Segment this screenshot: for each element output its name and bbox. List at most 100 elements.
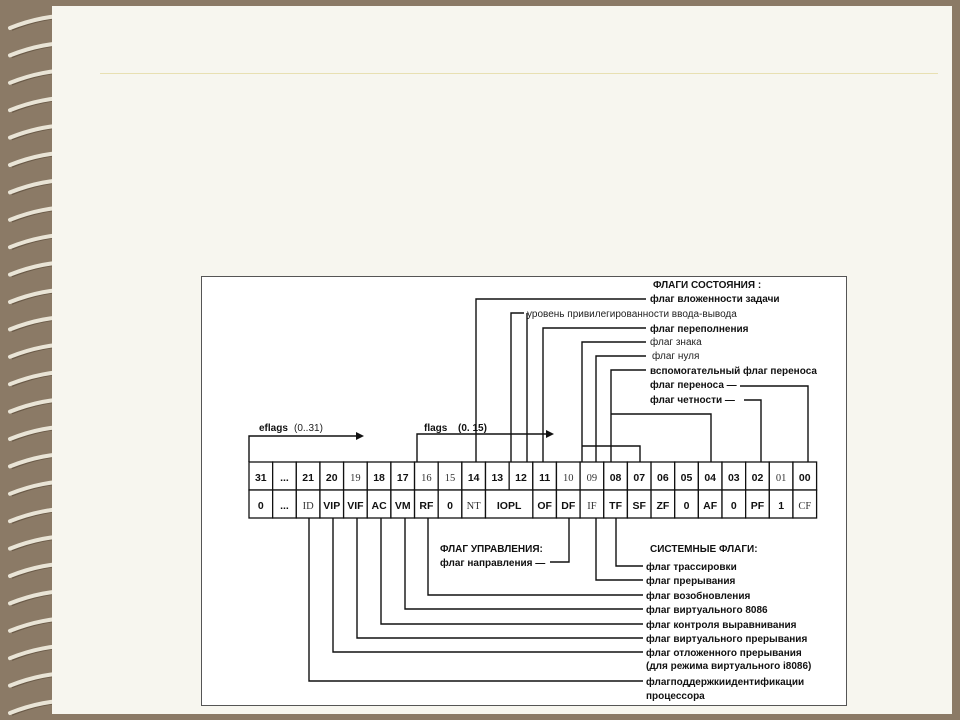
bit-value: DF bbox=[561, 500, 576, 512]
bit-value-cell bbox=[792, 489, 818, 519]
system-flag-tf: флаг трассировки bbox=[646, 561, 737, 573]
bit-number: 01 bbox=[776, 473, 787, 484]
bit-number: 31 bbox=[255, 472, 267, 484]
leader-vm bbox=[404, 518, 643, 610]
system-flag-vip: флаг отложенного прерывания bbox=[646, 647, 802, 659]
flags-range: (0. 15) bbox=[458, 423, 487, 434]
bit-value: AC bbox=[371, 500, 387, 512]
bit-number: 06 bbox=[657, 472, 669, 484]
bit-value: VIP bbox=[323, 500, 340, 512]
iopl-label: IOPL bbox=[497, 500, 522, 512]
bit-number: 14 bbox=[468, 472, 480, 484]
leader-iopl-12 bbox=[510, 312, 524, 462]
flags-label: flags bbox=[424, 423, 448, 434]
leader-vip bbox=[332, 518, 643, 653]
system-flag-vip-note: (для режима виртуального i8086) bbox=[646, 661, 811, 672]
bit-value: CF bbox=[798, 501, 811, 512]
flags-arrow: flags (0. 15) bbox=[416, 423, 554, 462]
bit-value: ... bbox=[280, 500, 289, 512]
title-rule bbox=[100, 73, 938, 74]
system-flag-rf: флаг возобновления bbox=[646, 590, 750, 602]
bit-number: 04 bbox=[704, 472, 716, 484]
leader-zf bbox=[595, 355, 646, 462]
bit-value: TF bbox=[609, 500, 622, 512]
bit-number: 20 bbox=[326, 472, 338, 484]
bit-number: 00 bbox=[799, 472, 811, 484]
status-flag-af: вспомогательный флаг переноса bbox=[650, 365, 817, 377]
leader-cf bbox=[740, 385, 809, 462]
bit-value: 1 bbox=[778, 500, 784, 512]
system-flags-heading: СИСТЕМНЫЕ ФЛАГИ: bbox=[650, 544, 758, 555]
system-flag-if: флаг прерывания bbox=[646, 575, 735, 587]
bit-number: 17 bbox=[397, 472, 409, 484]
bit-number: 03 bbox=[728, 472, 740, 484]
system-flags-group: СИСТЕМНЫЕ ФЛАГИ: флаг трассировки флаг п… bbox=[308, 518, 811, 702]
control-flag-df: флаг направления — bbox=[440, 557, 545, 569]
bit-number: 16 bbox=[421, 473, 432, 484]
status-flag-zf: флаг нуля bbox=[652, 350, 699, 362]
bit-value: 0 bbox=[731, 500, 737, 512]
bit-number: 09 bbox=[587, 473, 598, 484]
status-flags-heading: ФЛАГИ СОСТОЯНИЯ : bbox=[653, 280, 761, 291]
status-flag-cf: флаг переноса — bbox=[650, 379, 737, 391]
leader-sf-box bbox=[582, 445, 641, 462]
leader-tf bbox=[615, 518, 643, 567]
bit-value: AF bbox=[703, 500, 718, 512]
system-flag-vm: флаг виртуального 8086 bbox=[646, 604, 768, 616]
leader-if bbox=[595, 518, 643, 581]
bit-value: ID bbox=[303, 501, 314, 512]
eflags-arrow: eflags (0..31) bbox=[248, 423, 364, 462]
bit-number: 05 bbox=[681, 472, 693, 484]
system-flag-id-cont: процессора bbox=[646, 691, 705, 702]
status-flag-iopl: уровень привилегированности ввода-вывода bbox=[527, 309, 737, 320]
register-grid: 310......21ID20VIP19VIF18AC17VM16RF15014… bbox=[248, 461, 818, 519]
system-flag-ac: флаг контроля выравнивания bbox=[646, 619, 797, 631]
bit-number: 11 bbox=[539, 472, 550, 484]
bit-value: 0 bbox=[258, 500, 264, 512]
iopl-cell bbox=[484, 489, 534, 519]
control-flag-group: ФЛАГ УПРАВЛЕНИЯ: флаг направления — bbox=[440, 518, 570, 569]
eflags-range: (0..31) bbox=[294, 423, 323, 434]
status-flag-nt: флаг вложенности задачи bbox=[650, 293, 780, 305]
bit-number: 21 bbox=[302, 472, 314, 484]
bit-value: VIF bbox=[347, 500, 364, 512]
bit-value: 0 bbox=[684, 500, 690, 512]
status-flag-of: флаг переполнения bbox=[650, 323, 749, 335]
system-flag-vif: флаг виртуального прерывания bbox=[646, 633, 807, 645]
bit-value: RF bbox=[419, 500, 434, 512]
system-flag-id: флагподдержкиидентификации bbox=[646, 676, 804, 688]
bit-number: 19 bbox=[350, 473, 361, 484]
leader-of bbox=[542, 327, 646, 462]
bit-number: 13 bbox=[491, 472, 503, 484]
bit-value: ZF bbox=[656, 500, 669, 512]
bit-value: IF bbox=[587, 501, 596, 512]
bit-number: 15 bbox=[445, 473, 456, 484]
control-flag-heading: ФЛАГ УПРАВЛЕНИЯ: bbox=[440, 544, 543, 555]
bit-value: VM bbox=[395, 500, 411, 512]
bit-value: PF bbox=[751, 500, 765, 512]
leader-id bbox=[308, 518, 643, 682]
bit-number: 02 bbox=[752, 472, 764, 484]
bit-value: NT bbox=[467, 501, 482, 512]
eflags-label: eflags bbox=[259, 423, 288, 434]
bit-number: 12 bbox=[515, 472, 527, 484]
status-flag-pf: флаг четности — bbox=[650, 394, 735, 406]
leader-sf bbox=[581, 341, 646, 462]
bit-number: 08 bbox=[610, 472, 622, 484]
leader-nt bbox=[475, 298, 646, 462]
bit-number: 10 bbox=[563, 473, 574, 484]
leader-af-top bbox=[610, 369, 646, 462]
leader-rf bbox=[427, 518, 643, 596]
bit-number: ... bbox=[280, 472, 289, 484]
leader-pf bbox=[744, 399, 762, 462]
bit-value: OF bbox=[537, 500, 552, 512]
leader-af bbox=[611, 413, 712, 462]
bit-number: 07 bbox=[633, 472, 645, 484]
leader-ac bbox=[380, 518, 643, 625]
leader-df bbox=[550, 518, 570, 563]
status-flags-group: ФЛАГИ СОСТОЯНИЯ : флаг вложенности задач… bbox=[475, 280, 817, 462]
bit-value: SF bbox=[633, 500, 647, 512]
leader-vif bbox=[356, 518, 643, 639]
status-flag-sf: флаг знака bbox=[650, 336, 702, 348]
